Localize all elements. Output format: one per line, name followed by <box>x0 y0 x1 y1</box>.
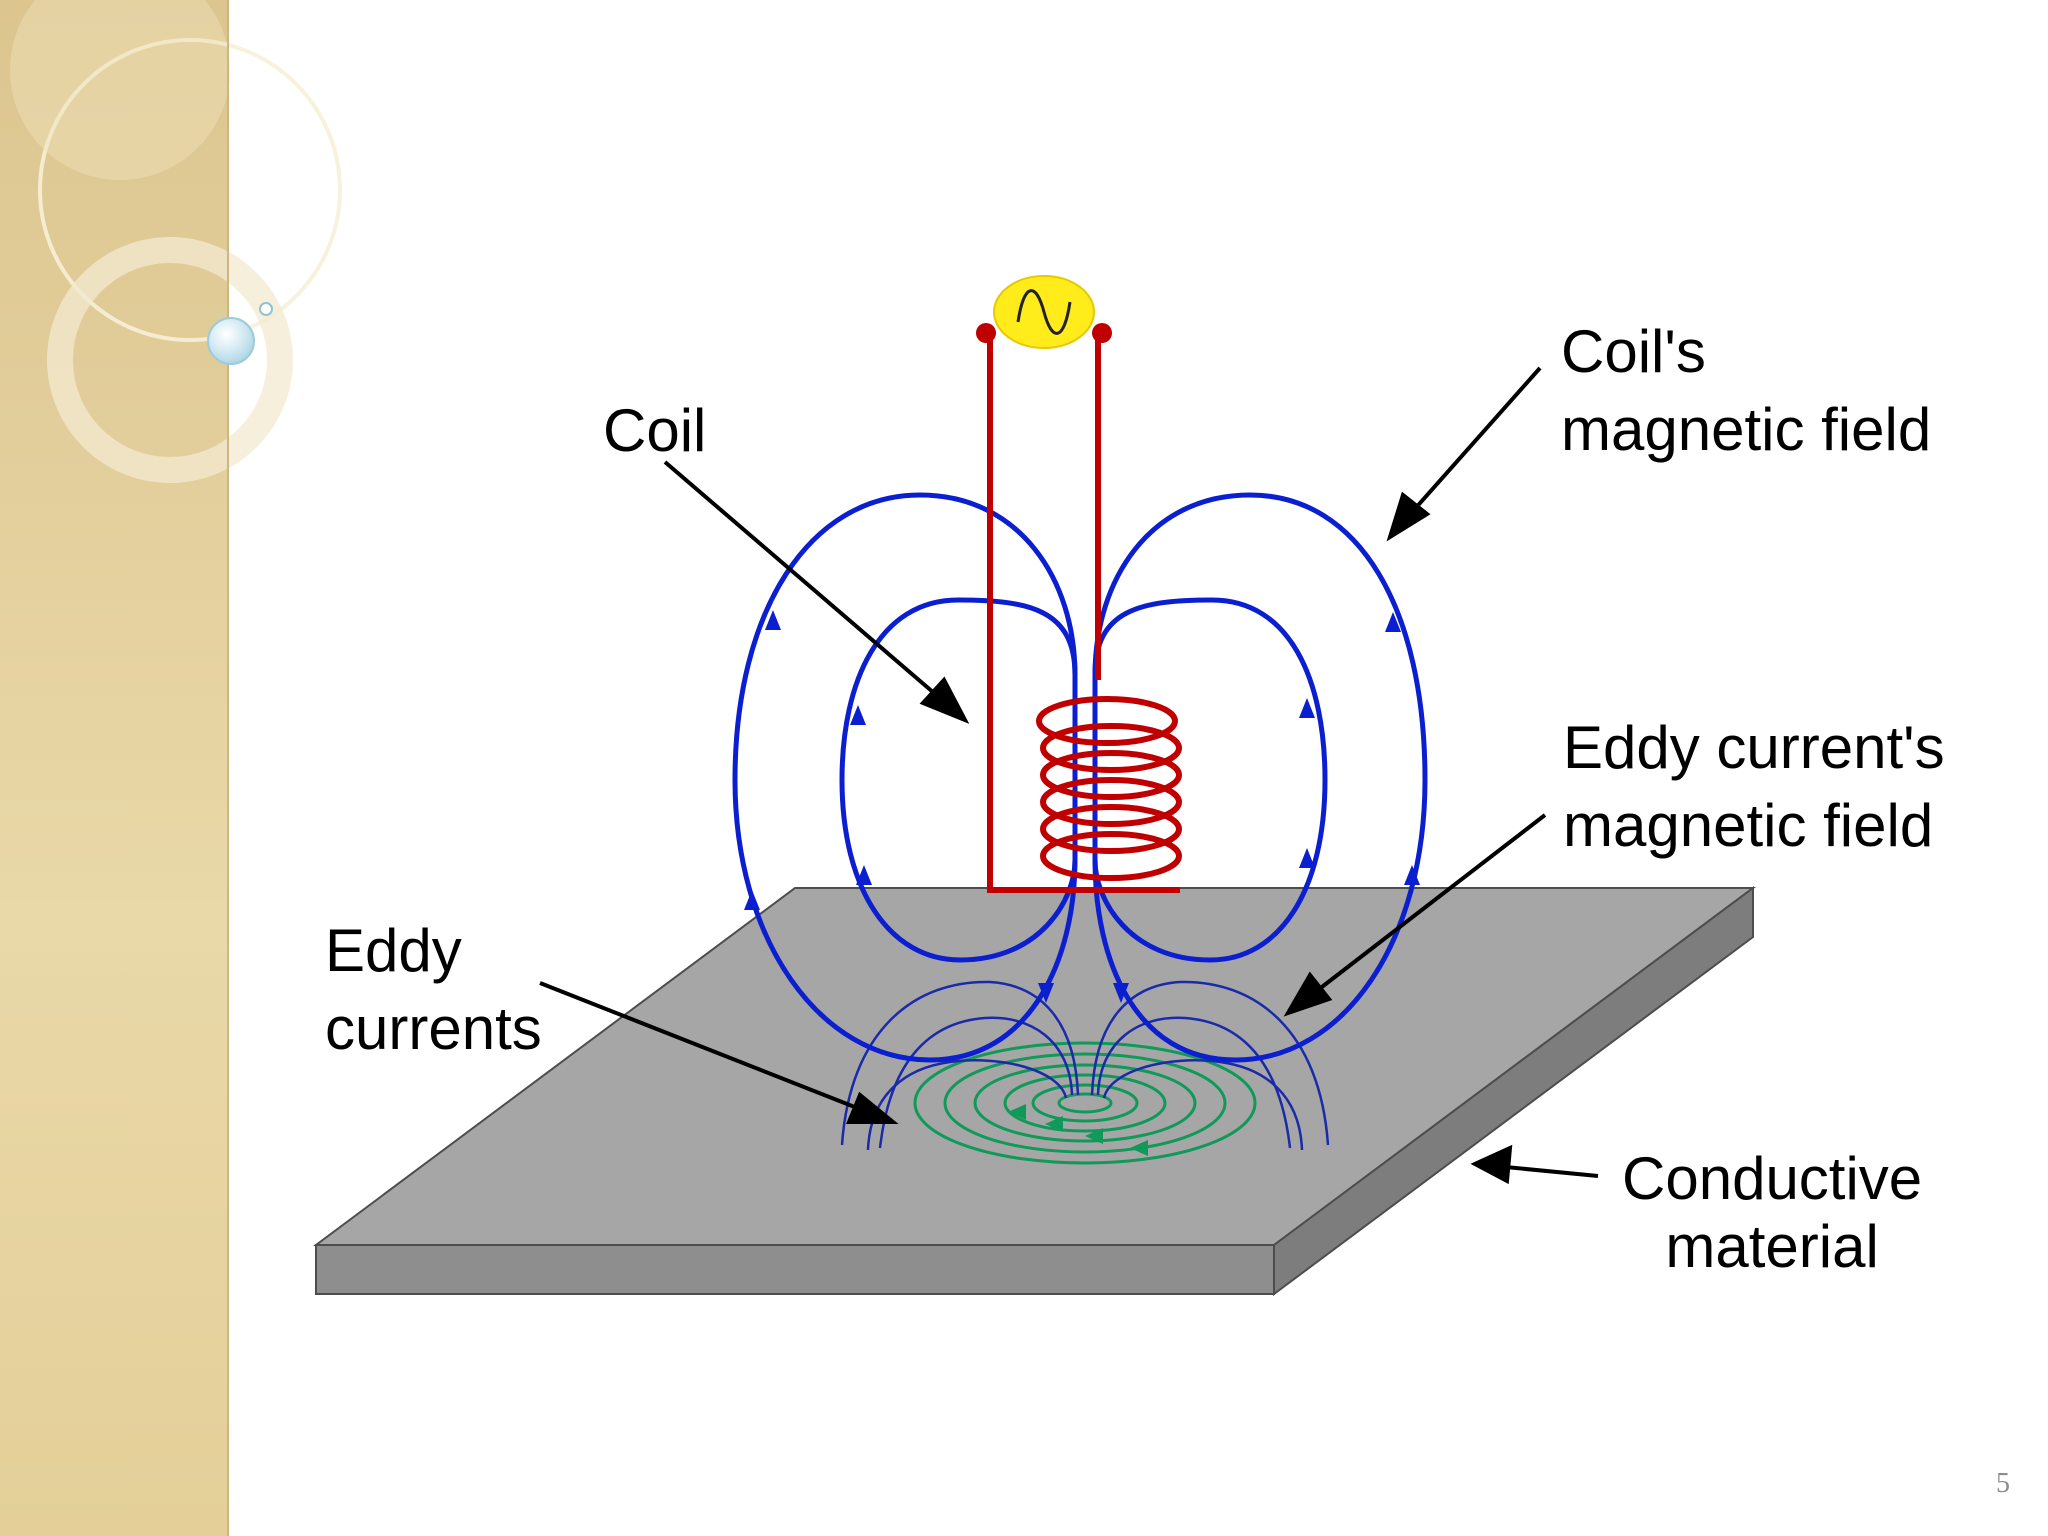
coil-magnetic-field-label-line1: Coil's <box>1561 318 1706 385</box>
coil-magnetic-field-label-line2: magnetic field <box>1561 396 1932 463</box>
eddy-currents-label-line2: currents <box>325 995 542 1062</box>
decorative-bubble-small <box>259 302 273 316</box>
coil <box>987 335 1182 893</box>
eddy-current-magnetic-field-label-line1: Eddy current's <box>1563 714 1945 781</box>
eddy-field-pointer-arrow <box>1303 813 1547 1002</box>
page-number: 5 <box>1996 1468 2010 1499</box>
eddy-current-magnetic-field-label: Eddy current's magnetic field <box>1563 709 1945 865</box>
eddy-currents-label: Eddy currents <box>325 912 542 1068</box>
coil-magnetic-field-label: Coil's magnetic field <box>1561 313 1931 469</box>
eddy-current-magnetic-field <box>840 980 1330 1151</box>
conductive-material-label-line1: Conductive <box>1622 1145 1923 1212</box>
eddy-currents-label-line1: Eddy <box>325 917 462 984</box>
eddy-currents-pointer-arrow <box>539 981 876 1117</box>
decorative-bubble <box>207 317 255 365</box>
pointer-arrows <box>539 366 1599 1185</box>
conductive-material-label-line2: material <box>1665 1213 1879 1280</box>
conductive-material-label: Conductive material <box>1622 1145 1922 1281</box>
decorative-sidebar <box>0 0 342 1536</box>
conductive-material-pointer-arrow <box>1494 1164 1599 1178</box>
coil-magnetic-field <box>732 492 1428 1063</box>
conductive-plate <box>312 886 1757 1296</box>
eddy-current-magnetic-field-label-line2: magnetic field <box>1563 792 1934 859</box>
ac-source-sine-icon <box>976 275 1112 349</box>
eddy-currents-spiral <box>913 1041 1257 1165</box>
coil-label: Coil <box>603 392 706 470</box>
coil-field-arrows <box>744 610 1420 1003</box>
eddy-current-arrows <box>1008 1104 1148 1156</box>
coil-field-pointer-arrow <box>1403 366 1542 522</box>
coil-pointer-arrow <box>663 460 950 707</box>
coil-label-text: Coil <box>603 397 707 464</box>
